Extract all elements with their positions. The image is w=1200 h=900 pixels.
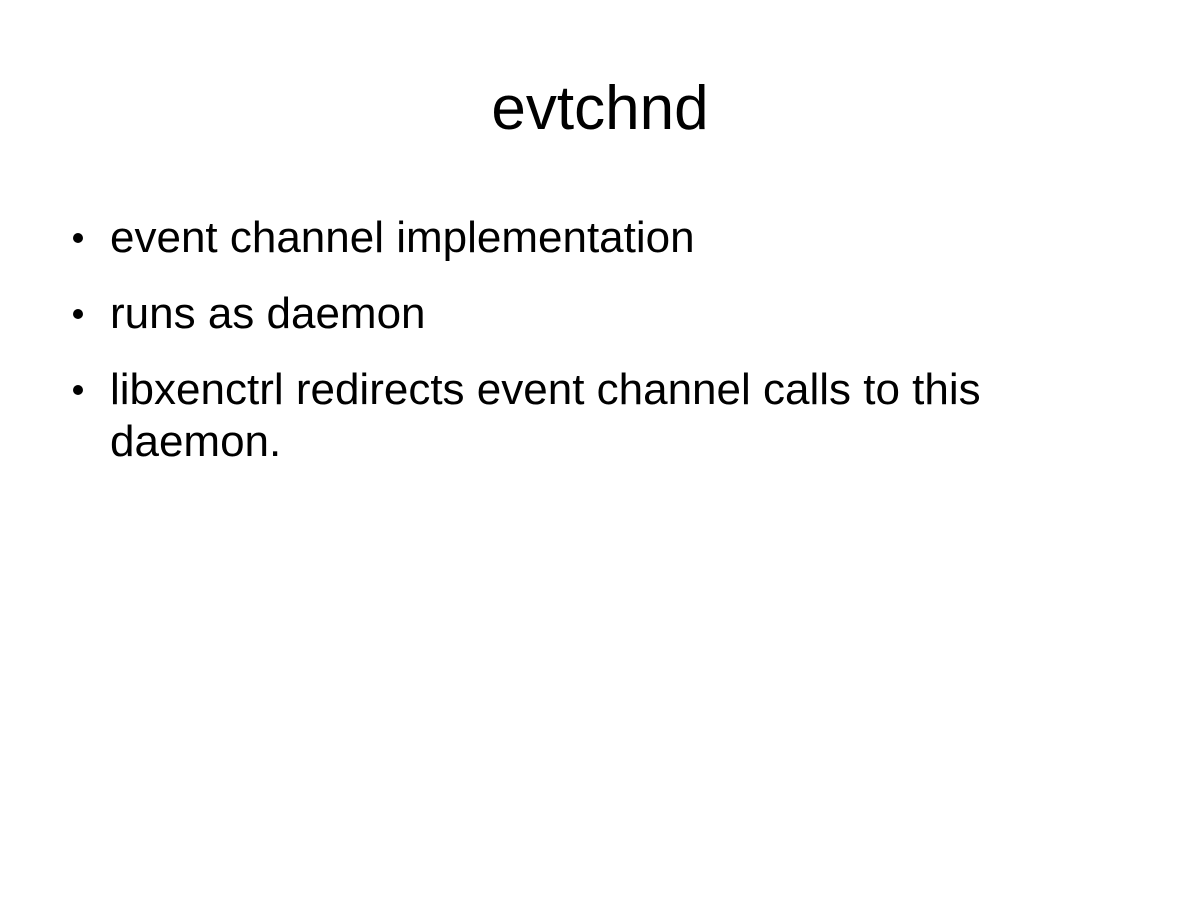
list-item: runs as daemon bbox=[62, 288, 1122, 340]
slide-title: evtchnd bbox=[491, 74, 709, 143]
bullet-dot-icon bbox=[73, 233, 83, 243]
list-item-label: libxenctrl redirects event channel calls… bbox=[110, 365, 981, 466]
bullet-dot-icon bbox=[73, 309, 83, 319]
bullet-list: event channel implementation runs as dae… bbox=[62, 212, 1122, 468]
list-item-label: runs as daemon bbox=[110, 289, 426, 338]
list-item: libxenctrl redirects event channel calls… bbox=[62, 364, 1122, 468]
list-item-label: event channel implementation bbox=[110, 213, 695, 262]
bullet-dot-icon bbox=[73, 385, 83, 395]
list-item: event channel implementation bbox=[62, 212, 1122, 264]
